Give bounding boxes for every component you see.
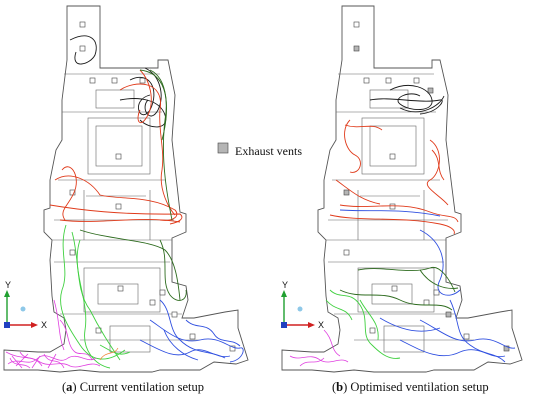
axis-triad-a [4, 290, 38, 328]
streamlines-magenta [289, 329, 349, 367]
streamlines-dark-green [339, 266, 459, 311]
x-axis-label-b: X [318, 320, 325, 330]
streamlines-red [49, 69, 183, 225]
caption-b-text: Optimised ventilation setup [350, 380, 489, 394]
panel-a-floorplan [3, 5, 249, 373]
streamlines-magenta [5, 299, 101, 369]
building-outline [281, 5, 523, 373]
y-axis-label-a: Y [5, 280, 12, 290]
caption-a-text: Current ventilation setup [79, 380, 204, 394]
streamlines-green [60, 224, 131, 369]
exhaust-vents [343, 21, 510, 352]
streamlines-red [329, 119, 459, 235]
streamlines-blue [139, 299, 244, 363]
caption-b-letter: b [336, 380, 344, 394]
streamlines-orange [99, 347, 119, 361]
axis-triad-b [281, 290, 315, 328]
legend-label: Exhaust vents [235, 144, 302, 158]
streamlines-blue [339, 209, 516, 363]
streamlines-green [325, 289, 401, 359]
caption-a: (a) Current ventilation setup [62, 380, 204, 394]
streamlines-black [369, 85, 445, 115]
panel-b-floorplan [281, 5, 523, 373]
building-outline [3, 5, 249, 373]
interior-rooms [326, 73, 474, 353]
streamlines-dark-green [79, 69, 187, 301]
exhaust-vent-legend-swatch [217, 142, 229, 154]
caption-b: (b) Optimised ventilation setup [332, 380, 489, 394]
exhaust-vents [69, 21, 236, 352]
y-axis-label-b: Y [282, 280, 289, 290]
caption-a-letter: a [66, 380, 73, 394]
x-axis-label-a: X [41, 320, 48, 330]
